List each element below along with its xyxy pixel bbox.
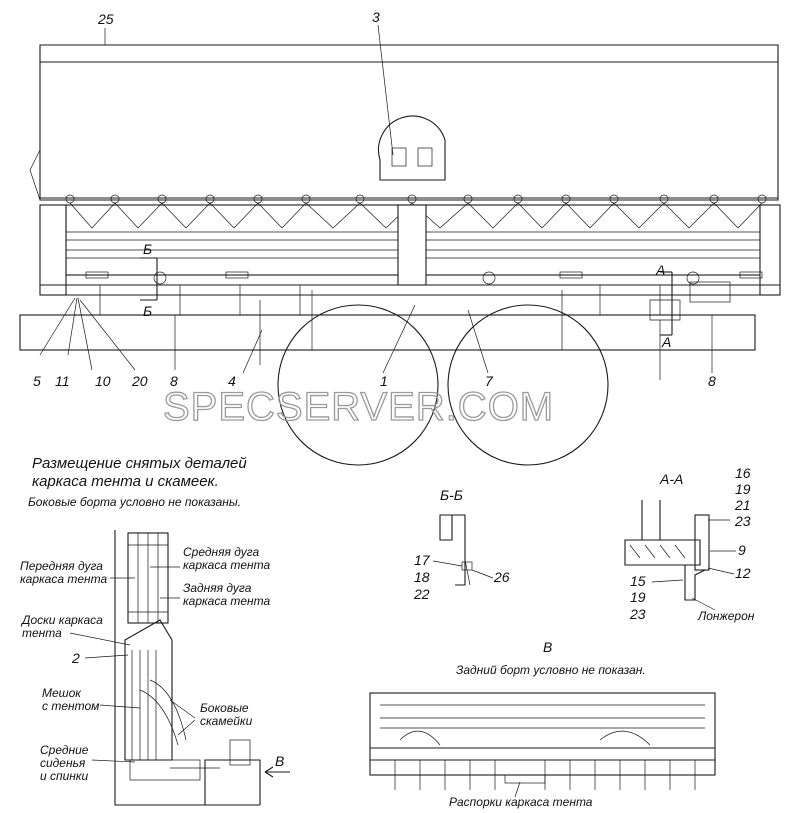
callout-8-right: 8 bbox=[708, 373, 716, 389]
callout-9: 9 bbox=[738, 542, 746, 558]
rear-rear-wheel bbox=[447, 304, 609, 466]
label-middle-arc-2: каркаса тента bbox=[183, 558, 270, 572]
callout-19-bottom: 19 bbox=[630, 589, 646, 605]
callout-21: 21 bbox=[734, 497, 751, 513]
callout-5: 5 bbox=[33, 373, 41, 389]
label-front-arc-1: Передняя дуга bbox=[20, 559, 103, 573]
section-aa-marks: А А bbox=[655, 262, 673, 350]
callout-16: 16 bbox=[735, 465, 751, 481]
section-aa-mark-bottom: А bbox=[661, 334, 671, 350]
callout-12: 12 bbox=[735, 565, 751, 581]
label-bag-2: с тентом bbox=[42, 699, 99, 713]
section-aa-mark-top: А bbox=[655, 262, 665, 278]
section-bb: Б-Б 17 18 22 26 bbox=[413, 487, 510, 602]
placement-view: Размещение снятых деталей каркаса тента … bbox=[20, 455, 290, 806]
label-middle-arc-1: Средняя дуга bbox=[183, 545, 260, 559]
label-boards-2: тента bbox=[22, 626, 62, 640]
spacers-label: Распорки каркаса тента bbox=[449, 795, 593, 809]
placement-note: Боковые борта условно не показаны. bbox=[28, 495, 241, 509]
callout-3: 3 bbox=[372, 9, 380, 25]
callout-4: 4 bbox=[228, 373, 236, 389]
label-seats-2: сиденья bbox=[40, 756, 86, 770]
callout-2: 2 bbox=[71, 650, 80, 666]
callout-19-top: 19 bbox=[735, 481, 751, 497]
truck-side-view: Б Б А А 25 3 5 11 10 20 8 4 1 7 8 bbox=[19, 9, 781, 466]
callout-15: 15 bbox=[630, 573, 646, 589]
section-aa: А-А 16 19 21 23 9 12 15 19 23 Лонжерон bbox=[624, 465, 755, 623]
label-seats-1: Средние bbox=[40, 743, 89, 757]
callout-20: 20 bbox=[131, 373, 148, 389]
callout-8-left: 8 bbox=[170, 373, 178, 389]
view-b-title: В bbox=[543, 639, 552, 655]
placement-title-line1: Размещение снятых деталей bbox=[32, 455, 247, 472]
tarp-rope-loops bbox=[65, 194, 767, 204]
view-b: В Задний борт условно не показан. Распор… bbox=[369, 639, 716, 809]
callout-7: 7 bbox=[485, 373, 494, 389]
label-benches-1: Боковые bbox=[200, 701, 249, 715]
callout-22: 22 bbox=[413, 586, 430, 602]
callout-leaders bbox=[39, 24, 713, 374]
view-b-note: Задний борт условно не показан. bbox=[456, 663, 646, 677]
label-bag-1: Мешок bbox=[42, 686, 82, 700]
section-bb-mark-top: Б bbox=[143, 241, 152, 257]
callout-25: 25 bbox=[97, 11, 114, 27]
label-benches-2: скамейки bbox=[200, 714, 253, 728]
callout-18: 18 bbox=[414, 569, 430, 585]
front-rear-wheel bbox=[277, 304, 439, 466]
label-rear-arc-2: каркаса тента bbox=[183, 594, 270, 608]
callout-23-bottom: 23 bbox=[629, 606, 646, 622]
view-b-floor-ribs bbox=[394, 760, 696, 790]
view-arrow-b: В bbox=[275, 753, 284, 769]
callout-11: 11 bbox=[55, 373, 70, 389]
placement-title-line2: каркаса тента и скамеек. bbox=[32, 473, 219, 490]
callout-10: 10 bbox=[95, 373, 111, 389]
spar-label: Лонжерон bbox=[697, 609, 755, 623]
label-rear-arc-1: Задняя дуга bbox=[183, 581, 252, 595]
label-boards-1: Доски каркаса bbox=[20, 613, 103, 627]
label-seats-3: и спинки bbox=[40, 769, 89, 783]
callout-23-top: 23 bbox=[734, 513, 751, 529]
section-aa-title: А-А bbox=[659, 471, 683, 487]
section-bb-marks: Б Б bbox=[140, 241, 158, 319]
label-front-arc-2: каркаса тента bbox=[20, 572, 107, 586]
section-bb-title: Б-Б bbox=[440, 487, 463, 503]
callout-26: 26 bbox=[493, 569, 510, 585]
section-bb-mark-bottom: Б bbox=[143, 303, 152, 319]
watermark: SPECSERVER.COM bbox=[163, 385, 554, 429]
callout-1: 1 bbox=[380, 373, 388, 389]
callout-17: 17 bbox=[414, 552, 431, 568]
